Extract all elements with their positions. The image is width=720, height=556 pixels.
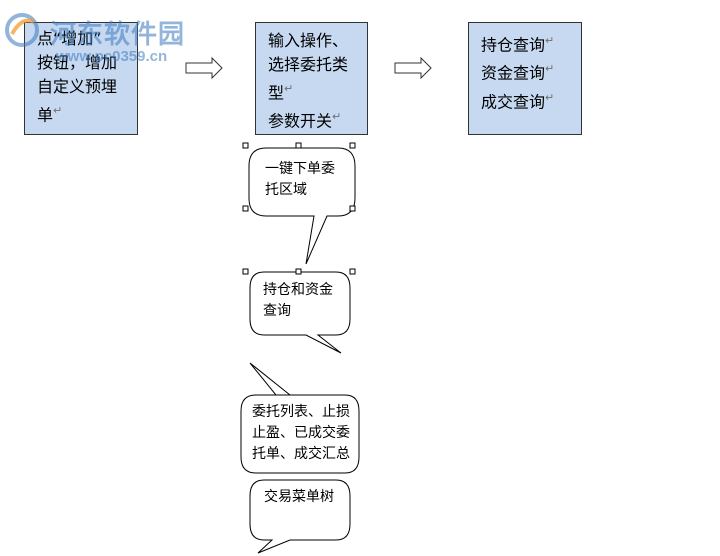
callout-menu-tree-text: 交易菜单树 bbox=[264, 487, 334, 508]
callout-line: 持仓和资金 bbox=[263, 282, 333, 298]
return-mark-icon: ↵ bbox=[284, 82, 294, 95]
callout-one-click-shape[interactable] bbox=[248, 147, 356, 265]
handle[interactable] bbox=[349, 268, 356, 275]
return-mark-icon: ↵ bbox=[332, 110, 342, 124]
arrow-add-to-input bbox=[185, 56, 223, 80]
return-mark-icon: ↵ bbox=[545, 90, 555, 104]
callout-orders-shape[interactable] bbox=[240, 362, 360, 474]
box-line: 输入操作、 bbox=[268, 31, 349, 50]
box-line: 型↵ bbox=[268, 82, 294, 103]
callout-position-funds-text: 持仓和资金 查询 bbox=[263, 280, 333, 322]
callout-orders-text: 委托列表、止损 止盈、已成交委 托单、成交汇总 bbox=[252, 402, 350, 465]
return-mark-icon: ↵ bbox=[545, 34, 555, 47]
callout-one-click-text: 一键下单委 托区域 bbox=[265, 159, 335, 201]
box-input-operation[interactable]: 输入操作、 选择委托类 型↵ 参数开关↵ bbox=[255, 22, 368, 135]
callout-line: 托单、成交汇总 bbox=[252, 446, 350, 462]
handle[interactable] bbox=[349, 205, 356, 212]
box-line: 单↵ bbox=[37, 104, 63, 125]
box-line: 自定义预埋 bbox=[37, 77, 118, 96]
selection-handles[interactable] bbox=[242, 142, 356, 275]
callout-line: 止盈、已成交委 bbox=[252, 425, 350, 441]
callout-line: 托区域 bbox=[265, 182, 307, 198]
callout-line: 一键下单委 bbox=[265, 161, 335, 177]
box-line: 参数开关↵ bbox=[268, 110, 342, 131]
callout-line: 交易菜单树 bbox=[264, 489, 334, 505]
handle[interactable] bbox=[242, 205, 249, 212]
box-line: 资金查询↵ bbox=[481, 62, 555, 83]
box-line: 成交查询↵ bbox=[481, 90, 555, 111]
callout-line: 查询 bbox=[263, 303, 291, 319]
handle[interactable] bbox=[242, 268, 249, 275]
box-line: 点“增加” bbox=[37, 29, 102, 48]
arrow-input-to-query bbox=[394, 56, 432, 80]
callout-menu-tree-shape[interactable] bbox=[249, 479, 351, 554]
box-line: 持仓查询↵ bbox=[481, 34, 555, 55]
box-add-order[interactable]: 点“增加” 按钮，增加 自定义预埋 单↵ bbox=[24, 22, 138, 135]
handle[interactable] bbox=[295, 142, 302, 149]
box-line: 选择委托类 bbox=[268, 55, 349, 74]
callout-line: 委托列表、止损 bbox=[252, 404, 350, 420]
handle[interactable] bbox=[242, 142, 249, 149]
handle[interactable] bbox=[349, 142, 356, 149]
box-line: 按钮，增加 bbox=[37, 53, 118, 72]
callout-position-funds-shape[interactable] bbox=[249, 271, 351, 354]
handle[interactable] bbox=[295, 268, 302, 275]
return-mark-icon: ↵ bbox=[53, 104, 63, 117]
box-query[interactable]: 持仓查询↵ 资金查询↵ 成交查询↵ bbox=[468, 22, 582, 135]
return-mark-icon: ↵ bbox=[545, 62, 555, 76]
